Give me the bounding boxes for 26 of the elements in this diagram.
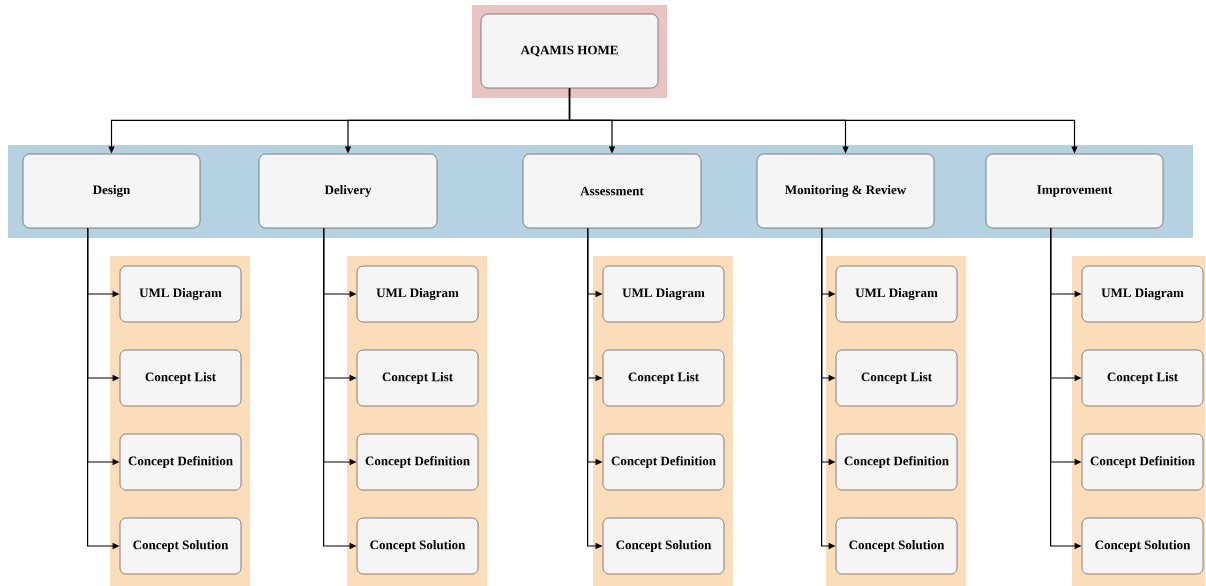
item-box: Concept Solution [1081,517,1204,575]
item-box: UML Diagram [835,265,958,323]
item-box: Concept List [1081,349,1204,407]
item-box: UML Diagram [602,265,725,323]
item-box: Concept Solution [119,517,242,575]
item-box: Concept Definition [835,433,958,491]
item-box: Concept Definition [356,433,479,491]
category-box: Monitoring & Review [756,153,935,229]
item-box: UML Diagram [119,265,242,323]
item-box: Concept Solution [835,517,958,575]
item-box: Concept List [119,349,242,407]
item-box: Concept List [835,349,958,407]
item-box: Concept Solution [356,517,479,575]
item-box: Concept Definition [1081,433,1204,491]
category-box: Improvement [985,153,1164,229]
item-box: UML Diagram [1081,265,1204,323]
item-box: Concept List [602,349,725,407]
item-box: Concept Definition [602,433,725,491]
category-box: Assessment [522,153,702,229]
item-box: UML Diagram [356,265,479,323]
item-box: Concept Solution [602,517,725,575]
item-box: Concept List [356,349,479,407]
category-box: Design [22,153,201,229]
category-box: Delivery [258,153,438,229]
item-box: Concept Definition [119,433,242,491]
root-box: AQAMIS HOME [480,13,659,89]
